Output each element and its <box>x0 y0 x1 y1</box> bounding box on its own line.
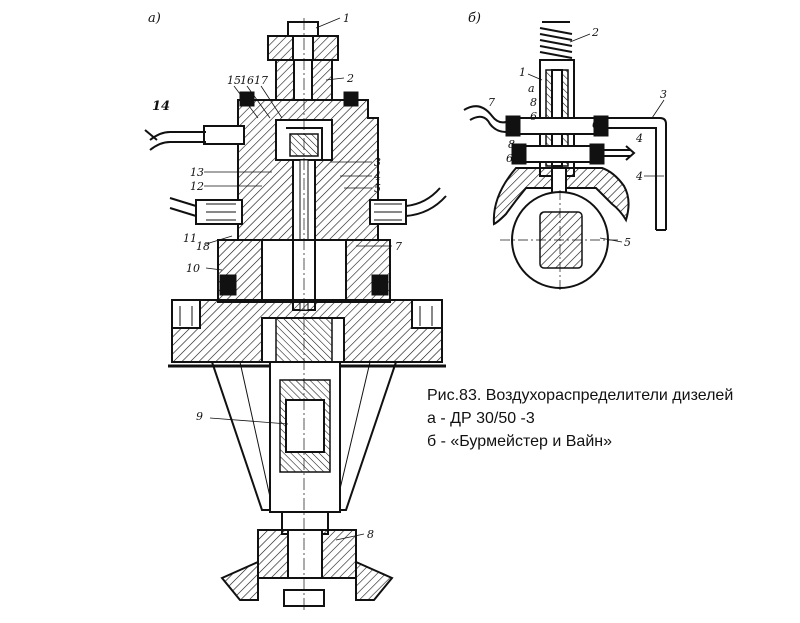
label-b-6-right: 6 <box>592 118 599 131</box>
label-b-4-bottom: 4 <box>635 170 643 183</box>
caption-title: Рис.83. Воздухораспределители дизелей <box>427 387 734 404</box>
label-a-15: 15 <box>227 74 241 87</box>
label-a-12: 12 <box>190 180 204 193</box>
label-a-8: 8 <box>367 528 374 541</box>
label-b-2: 2 <box>591 26 599 39</box>
label-a-4: 4 <box>373 170 381 183</box>
label-b-1: 1 <box>519 66 526 79</box>
label-b-3: 3 <box>660 88 667 101</box>
figure-caption: Рис.83. Воздухораспределители дизелей а … <box>427 384 797 453</box>
label-a-2: 2 <box>346 72 354 85</box>
drawing-b <box>463 21 667 292</box>
label-a-5: 5 <box>374 182 381 195</box>
labels-a: а) 1 2 14 15 16 17 3 4 5 13 12 11 18 7 1… <box>148 11 402 541</box>
label-a-13: 13 <box>190 166 204 179</box>
label-b-8-bottom: 8 <box>508 138 515 151</box>
label-a-3: 3 <box>374 156 381 169</box>
drawing-a <box>144 18 447 612</box>
label-a-18: 18 <box>196 240 210 253</box>
label-a-10: 10 <box>186 262 200 275</box>
label-b-7: 7 <box>488 96 495 109</box>
label-a-9: 9 <box>196 410 203 423</box>
labels-b: б) 2 1 а 8 6 8 6 6 7 3 4 4 5 <box>468 11 667 249</box>
label-a-17: 17 <box>254 74 268 87</box>
caption-item-a: а - ДР 30/50 -3 <box>427 410 535 427</box>
label-b-4-top: 4 <box>635 132 643 145</box>
label-b-8-top: 8 <box>530 96 537 109</box>
label-a-11: 11 <box>183 232 197 245</box>
section-b-label: б) <box>468 11 481 26</box>
caption-item-b: б - «Бурмейстер и Вайн» <box>427 433 612 450</box>
label-b-6-top: 6 <box>530 110 537 123</box>
label-a-16: 16 <box>240 74 254 87</box>
label-a-1: 1 <box>343 12 350 25</box>
label-b-5: 5 <box>624 236 631 249</box>
section-a-label: а) <box>148 11 161 26</box>
label-b-a: а <box>528 82 535 95</box>
label-a-14: 14 <box>152 99 170 114</box>
label-a-7: 7 <box>395 240 402 253</box>
label-b-6-bottom: 6 <box>506 152 513 165</box>
